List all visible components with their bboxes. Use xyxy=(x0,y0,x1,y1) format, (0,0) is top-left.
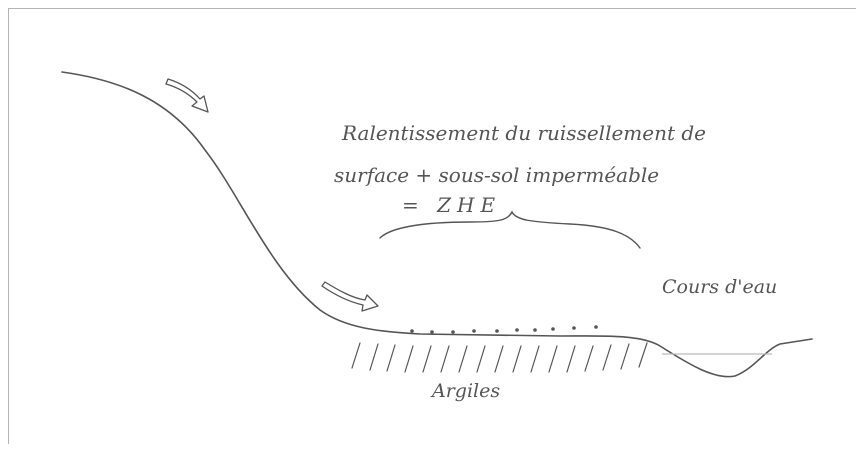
sketch-frame xyxy=(8,8,856,444)
clay-hatching xyxy=(351,342,648,373)
runoff-arrow-lower xyxy=(321,281,379,312)
stream-label: Cours d'eau xyxy=(662,276,777,298)
clay-label: Argiles xyxy=(430,380,500,402)
annotation-line-1: Ralentissement du ruissellement de xyxy=(341,121,706,145)
runoff-arrow-upper xyxy=(165,78,209,113)
zhe-brace xyxy=(379,210,641,249)
annotation-line-3: = ZHE xyxy=(402,193,501,217)
annotation-line-2: surface + sous-sol imperméable xyxy=(334,163,659,187)
terrain-profile xyxy=(61,71,813,378)
surface-water-dots xyxy=(410,325,598,334)
